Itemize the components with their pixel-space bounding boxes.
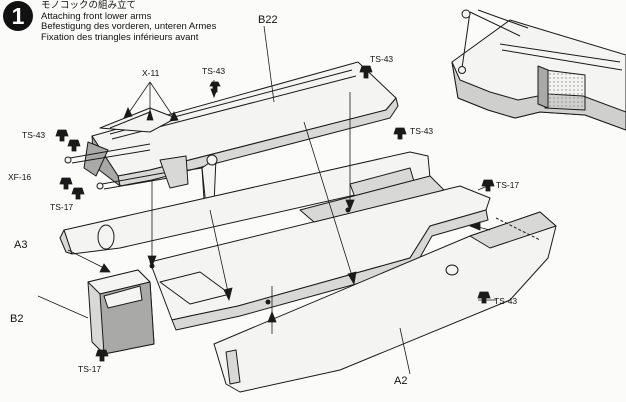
label-ts17-right: TS-17 [496,180,520,190]
label-a2: A2 [394,375,408,387]
title-english: Attaching front lower arms [41,10,152,22]
label-ts43-top: TS-43 [202,66,226,76]
screw-ts17-right [481,179,495,192]
leader-lines [37,25,496,375]
screw-ts43-upper-right [359,65,373,79]
screw-xf16 [59,177,73,190]
label-ts43-lower-right: TS-43 [494,296,518,306]
label-x11: X-11 [142,68,160,78]
title-japanese: モノコックの組み立て [41,0,137,11]
screw-ts43-lower-right [477,291,491,304]
label-ts43-left: TS-43 [22,130,46,140]
label-ts43-upper-right: TS-43 [370,54,394,64]
label-ts17-left: TS-17 [50,202,74,212]
screw-ts17-bottom [95,349,109,362]
label-ts17-bottom: TS-17 [78,364,102,374]
screw-ts43-left-2 [67,139,81,152]
label-b22: B22 [258,14,278,26]
label-xf16: XF-16 [8,172,32,182]
part-a2-panel [213,211,557,393]
part-b22-plate [64,61,399,211]
screw-ts43-top [209,81,221,93]
screw-ts43-left [55,129,69,142]
title-french: Fixation des triangles inférieurs avant [41,31,199,43]
screw-ts43-mid-right [393,127,407,140]
title-german: Befestigung des vorderen, unteren Armes [41,21,217,33]
step-number-badge: 1 [3,1,33,31]
screw-ts17-left [71,187,85,200]
label-ts43-mid-right: TS-43 [410,126,434,136]
label-b2: B2 [10,313,24,325]
step-title-block: モノコックの組み立て Attaching front lower arms Be… [41,0,217,43]
inset-view [451,9,626,131]
label-a3: A3 [14,239,28,251]
part-b2-box [87,269,155,355]
part-floor-tub [149,175,491,331]
screws [55,65,495,362]
